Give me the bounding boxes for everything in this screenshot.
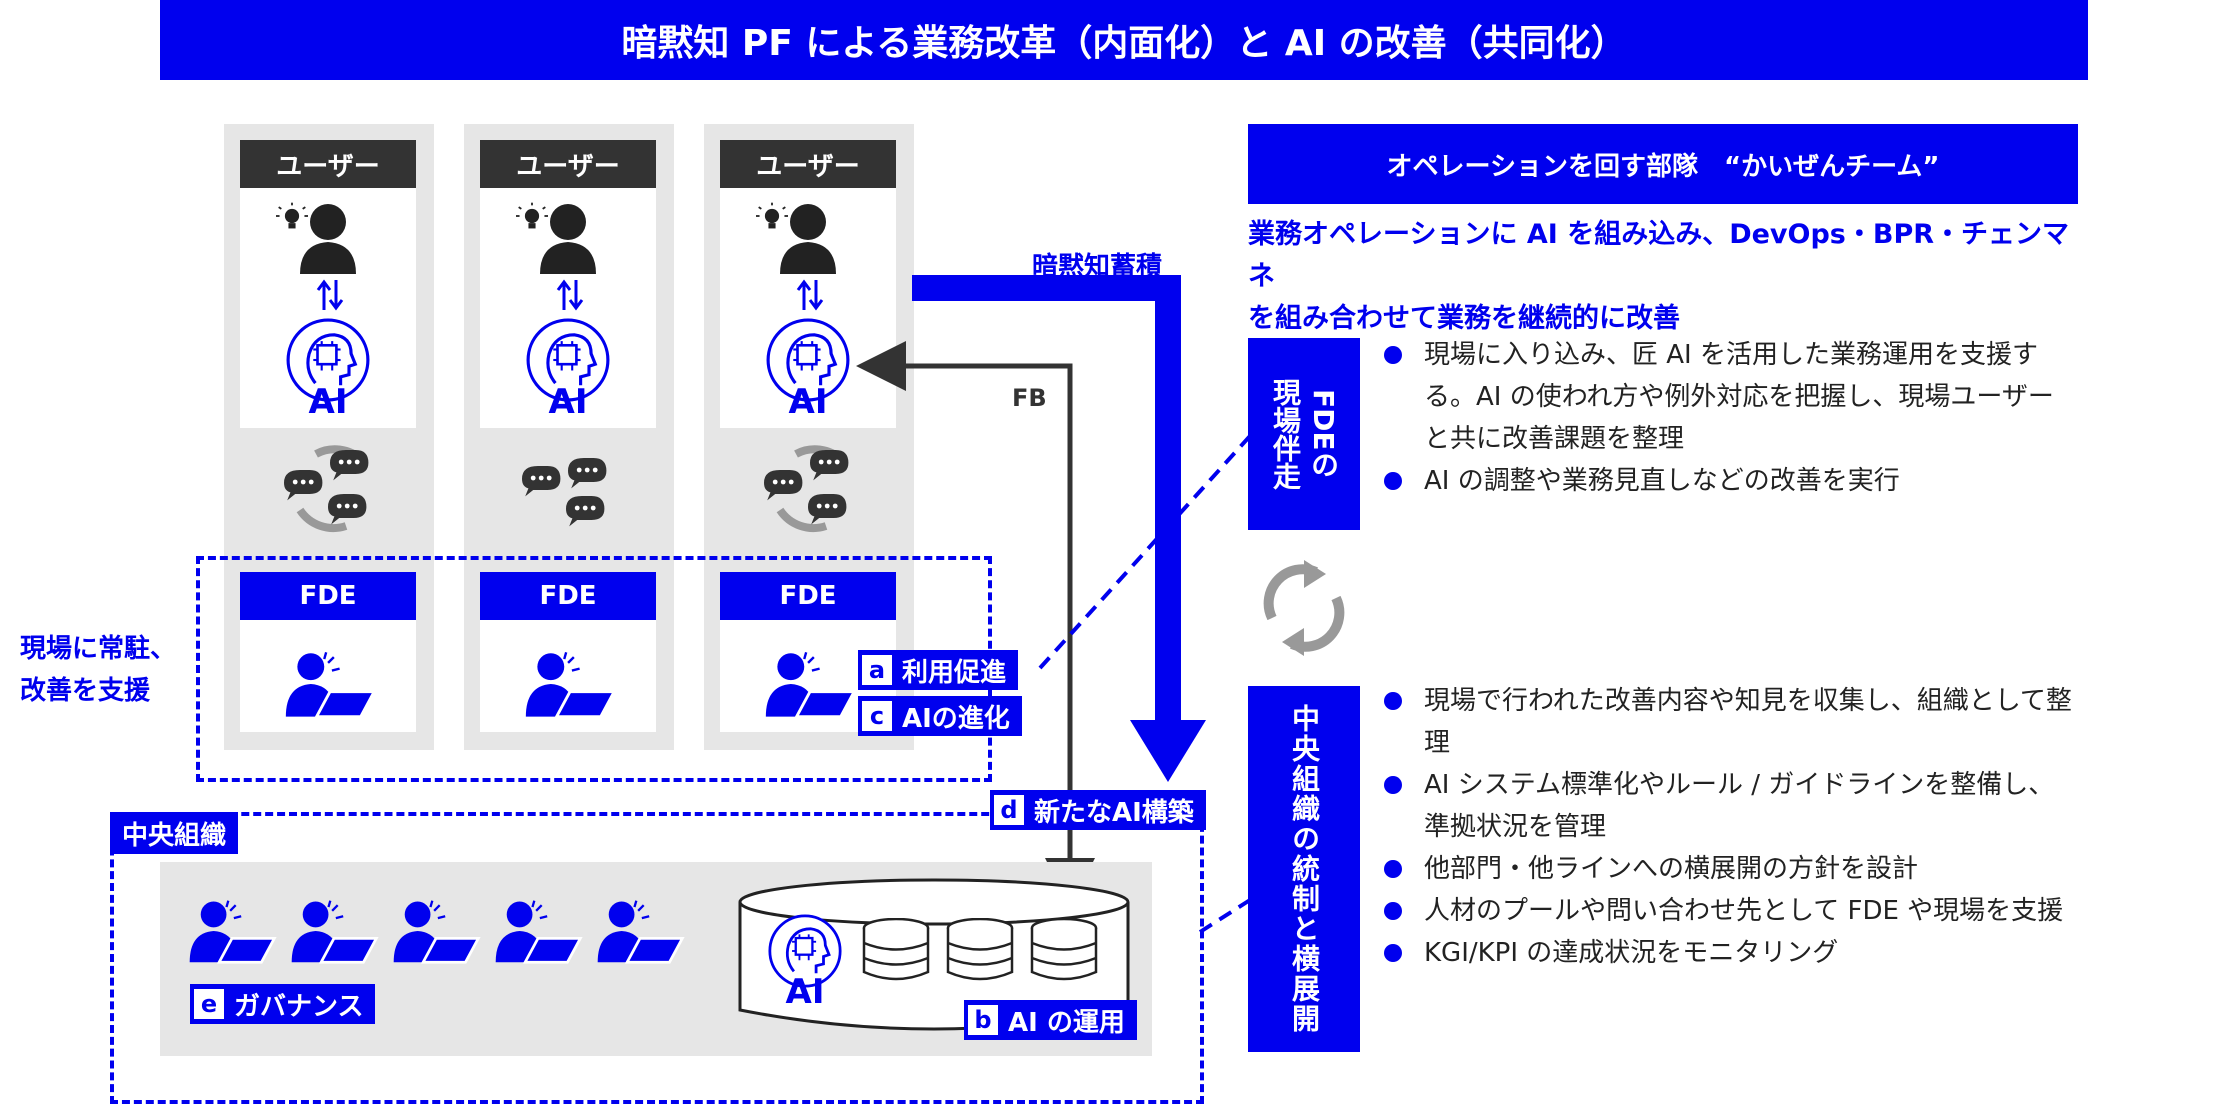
accumulate-label: 暗黙知蓄積	[1032, 252, 1163, 282]
chat-cycle-icon	[284, 445, 369, 532]
list-item: 現場に入り込み、匠 AI を活用した業務運用を支援する。AI の使われ方や例外対…	[1380, 334, 2070, 460]
fde-label-1: FDE	[240, 572, 416, 620]
database-icon	[946, 918, 1014, 981]
tag-b-letter: b	[968, 1005, 998, 1035]
fb-line	[856, 341, 1073, 892]
exchange-arrows-icon	[556, 279, 584, 311]
team-description: 業務オペレーションに AI を組み込み、DevOps・BPR・チェンマネ を組み…	[1248, 214, 2078, 340]
tag-d-label: 新たなAI構築	[1034, 797, 1194, 828]
accumulate-arrow	[912, 275, 1181, 720]
tag-c: c AIの進化	[858, 696, 1022, 736]
tag-b: b AI の運用	[964, 1000, 1137, 1040]
tag-e: e ガバナンス	[190, 984, 376, 1024]
central-side-label: 中央組織の統制と横展開	[1248, 686, 1360, 1052]
page-title: 暗黙知 PF による業務改革（内面化）と AI の改善（共同化）	[160, 0, 2088, 80]
list-item: 他部門・他ラインへの横展開の方針を設計	[1380, 848, 2080, 890]
user-label-1: ユーザー	[240, 140, 416, 188]
ai-text-1: AI	[308, 382, 348, 422]
staff-worker-icon	[494, 899, 582, 964]
team-description-line1: 業務オペレーションに AI を組み込み、DevOps・BPR・チェンマネ	[1248, 219, 2070, 292]
tag-c-letter: c	[862, 701, 892, 731]
tag-b-label: AI の運用	[1008, 1007, 1125, 1038]
central-side-bullets: 現場で行われた改善内容や知見を収集し、組織として整理 AI システム標準化やルー…	[1380, 680, 2080, 974]
staff-worker-icon	[188, 899, 276, 964]
list-item: 人材のプールや問い合わせ先として FDE や現場を支援	[1380, 890, 2080, 932]
list-item: AI の調整や業務見直しなどの改善を実行	[1380, 460, 2070, 502]
fde-side-label-col2: FDEの	[1307, 389, 1340, 479]
list-item: AI システム標準化やルール / ガイドラインを整備し、準拠状況を管理	[1380, 764, 2080, 848]
database-icon	[862, 918, 930, 981]
list-item: 現場で行われた改善内容や知見を収集し、組織として整理	[1380, 680, 2080, 764]
tag-d: d 新たなAI構築	[990, 790, 1206, 830]
left-note-line2: 改善を支援	[20, 676, 151, 706]
ai-text-2: AI	[548, 382, 588, 422]
tag-a: a 利用促進	[858, 650, 1019, 690]
tag-e-label: ガバナンス	[234, 991, 364, 1022]
central-side-label-text: 中央組織の統制と横展開	[1288, 704, 1321, 1034]
platform-ai-text: AI	[785, 972, 825, 1012]
tag-a-letter: a	[862, 655, 892, 685]
ai-text-3: AI	[788, 382, 828, 422]
staff-worker-icon	[392, 899, 480, 964]
refresh-cycle-icon	[1263, 560, 1345, 656]
exchange-arrows-icon	[316, 279, 344, 311]
fde-label-3: FDE	[720, 572, 896, 620]
accumulate-arrowhead	[1130, 720, 1206, 782]
list-item: KGI/KPI の達成状況をモニタリング	[1380, 932, 2080, 974]
staff-worker-icon	[290, 899, 378, 964]
staff-worker-icon	[596, 899, 684, 964]
fde-side-label-col1: 現場伴走	[1269, 378, 1302, 490]
user-label-3: ユーザー	[720, 140, 896, 188]
chat-cycle-icon	[764, 445, 849, 532]
tag-c-label: AIの進化	[902, 703, 1010, 734]
user-label-2: ユーザー	[480, 140, 656, 188]
fb-label: FB	[1012, 384, 1047, 412]
left-note-line1: 現場に常駐、	[20, 634, 177, 664]
fde-label-2: FDE	[480, 572, 656, 620]
tag-e-letter: e	[194, 989, 224, 1019]
central-group-border	[110, 812, 1204, 1104]
database-icon	[1030, 918, 1098, 981]
team-header: オペレーションを回す部隊 “かいぜんチーム”	[1248, 124, 2078, 204]
tag-a-label: 利用促進	[902, 657, 1007, 688]
fde-side-bullets: 現場に入り込み、匠 AI を活用した業務運用を支援する。AI の使われ方や例外対…	[1380, 334, 2070, 502]
tag-d-letter: d	[994, 795, 1024, 825]
left-note: 現場に常駐、 改善を支援	[20, 628, 176, 712]
team-description-line2: を組み合わせて業務を継続的に改善	[1248, 303, 1680, 334]
exchange-arrows-icon	[796, 279, 824, 311]
central-label: 中央組織	[110, 812, 239, 854]
connector-fde	[1038, 434, 1252, 670]
connector-central	[1198, 898, 1252, 934]
fde-side-label: 現場伴走 FDEの	[1248, 338, 1360, 530]
